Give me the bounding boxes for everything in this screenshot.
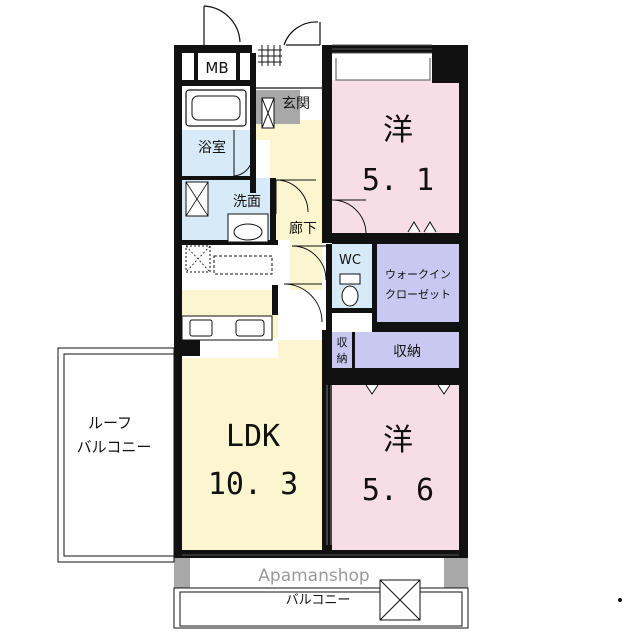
western-room-1-name: 洋: [383, 113, 413, 148]
ldk-floor: [182, 340, 322, 550]
shoe-box-icon: [261, 97, 275, 129]
small-storage-label-2: 納: [337, 352, 348, 365]
storage-floor: [355, 332, 459, 368]
pillar-left: [174, 558, 190, 588]
entrance-door-swing: [283, 21, 321, 46]
western-room-2-size: 5. 6: [362, 473, 434, 508]
western-room-2-floor: [332, 385, 459, 550]
western-room-1-size: 5. 1: [362, 163, 434, 198]
western-room-2-name: 洋: [383, 423, 413, 458]
dot-mark: [618, 598, 622, 602]
walkin-closet-label-2: クローゼット: [385, 288, 451, 301]
western-room-1-floor: [332, 80, 459, 233]
stove-icon: [189, 319, 213, 337]
hallway-label: 廊下: [289, 220, 317, 237]
ldk-name: LDK: [226, 419, 280, 454]
windows: [182, 44, 459, 556]
storage-label: 収納: [393, 344, 421, 360]
small-storage-floor: [332, 332, 352, 368]
balcony-label: バルコニー: [286, 593, 351, 608]
ldk-size: 10. 3: [208, 467, 298, 502]
kitchen-door-swing: [283, 283, 323, 323]
toilet-icon: [339, 273, 361, 285]
pillar-right: [444, 558, 468, 588]
sink-icon: [235, 319, 265, 337]
roof-balcony-label-1: ルーフ: [88, 414, 132, 432]
roof-balcony-label-2: バルコニー: [77, 438, 152, 456]
roof-balcony-area: [57, 347, 175, 563]
sliding-door: [326, 385, 332, 545]
mb-door-swing: [203, 5, 241, 45]
washroom-label: 洗面: [233, 194, 261, 210]
entrance-steps: [258, 45, 282, 66]
room1-door-swing: [331, 199, 367, 235]
walkin-closet-label-1: ウォークイン: [385, 268, 451, 281]
walkin-closet-floor: [377, 244, 459, 322]
wc-label: WC: [339, 253, 361, 268]
mb-label: MB: [205, 59, 228, 77]
fridge-space: [213, 255, 273, 275]
hallway-floor: [252, 120, 322, 290]
mb-box: [198, 55, 236, 80]
bathroom-label: 浴室: [198, 139, 226, 156]
bath-door-swing: [233, 130, 253, 177]
wc-door-swing: [291, 245, 327, 281]
watermark-logo: Apamanshop: [258, 566, 369, 586]
genkan-label: 玄関: [282, 95, 310, 112]
small-storage-label-1: 収: [337, 336, 348, 349]
bath-floor: [182, 130, 252, 178]
